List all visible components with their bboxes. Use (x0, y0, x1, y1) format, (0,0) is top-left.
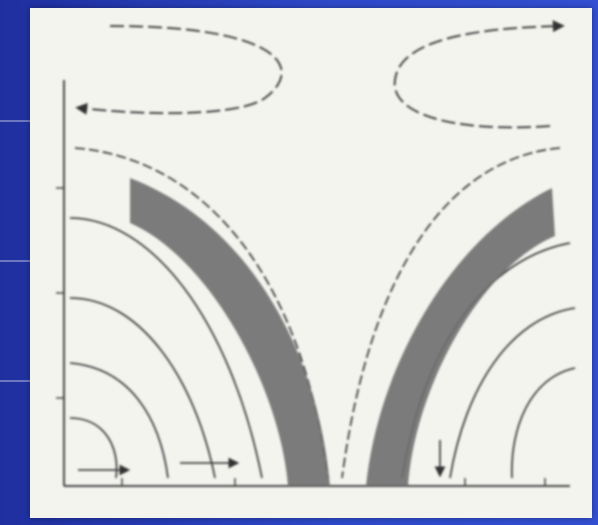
upper-right-circulation (393, 20, 565, 129)
right-shaded-band (366, 188, 555, 486)
left-streamline (69, 217, 263, 479)
background-stripe (0, 380, 30, 382)
left-streamline (69, 297, 216, 479)
right-streamline (341, 147, 561, 479)
right-inner-loop (511, 367, 576, 479)
left-inner-loop (69, 417, 118, 479)
upper-left-circulation (75, 25, 283, 115)
left-streamline (69, 362, 169, 479)
magnetosphere-diagram (56, 20, 576, 487)
slide-image (30, 8, 592, 518)
left-shaded-band (130, 178, 330, 486)
right-streamline (449, 307, 576, 479)
background-stripe (0, 120, 30, 122)
background-stripe (0, 260, 30, 262)
